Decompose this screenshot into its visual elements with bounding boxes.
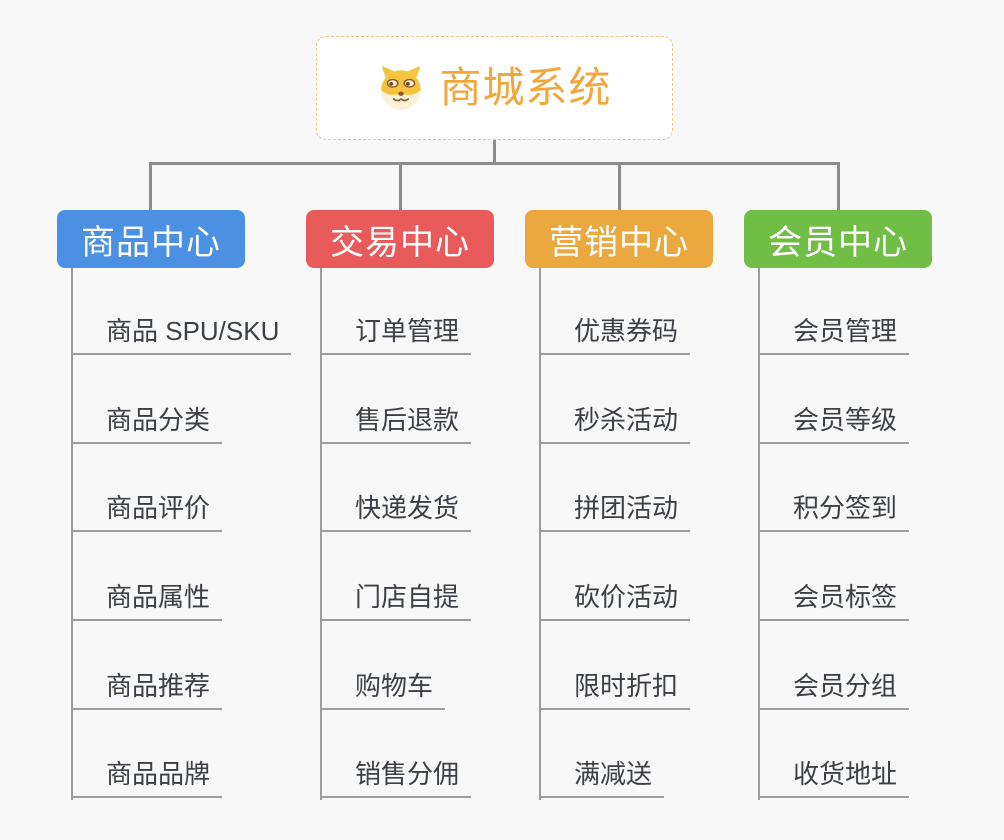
mindmap-item[interactable]: 售后退款 <box>320 404 472 444</box>
mindmap-item[interactable]: 商品品牌 <box>71 758 223 798</box>
mindmap-item[interactable]: 收货地址 <box>758 758 910 798</box>
mindmap-item[interactable]: 商品 SPU/SKU <box>71 315 292 355</box>
mindmap-item[interactable]: 优惠券码 <box>539 315 691 355</box>
mindmap-item[interactable]: 积分签到 <box>758 492 910 532</box>
mindmap-item[interactable]: 商品推荐 <box>71 670 223 710</box>
mindmap-item[interactable]: 会员标签 <box>758 581 910 621</box>
mindmap-item[interactable]: 满减送 <box>539 758 665 798</box>
mindmap-item[interactable]: 会员管理 <box>758 315 910 355</box>
doge-icon <box>377 65 425 111</box>
root-node[interactable]: 商城系统 <box>316 36 673 140</box>
mindmap-item[interactable]: 限时折扣 <box>539 670 691 710</box>
mindmap-item[interactable]: 砍价活动 <box>539 581 691 621</box>
connector-root-stub <box>493 140 496 165</box>
mindmap-item[interactable]: 会员分组 <box>758 670 910 710</box>
branch-marketing-center[interactable]: 营销中心 <box>525 210 713 268</box>
branch-product-center[interactable]: 商品中心 <box>57 210 245 268</box>
connector-drop-product <box>149 162 152 210</box>
spine-trade-center <box>320 268 322 800</box>
spine-member-center <box>758 268 760 800</box>
mindmap-item[interactable]: 门店自提 <box>320 581 472 621</box>
connector-horizontal-bar <box>149 162 840 165</box>
mindmap-item[interactable]: 商品评价 <box>71 492 223 532</box>
mindmap-item[interactable]: 拼团活动 <box>539 492 691 532</box>
connector-drop-marketing <box>618 162 621 210</box>
connector-drop-trade <box>399 162 402 210</box>
mindmap-item[interactable]: 购物车 <box>320 670 446 710</box>
branch-member-center[interactable]: 会员中心 <box>744 210 932 268</box>
mindmap-item[interactable]: 商品属性 <box>71 581 223 621</box>
root-title: 商城系统 <box>439 64 612 111</box>
mindmap-item[interactable]: 会员等级 <box>758 404 910 444</box>
branch-trade-center[interactable]: 交易中心 <box>306 210 494 268</box>
spine-product-center <box>71 268 73 800</box>
connector-drop-member <box>837 162 840 210</box>
mindmap-item[interactable]: 快递发货 <box>320 492 472 532</box>
mindmap-item[interactable]: 销售分佣 <box>320 758 472 798</box>
mindmap-item[interactable]: 商品分类 <box>71 404 223 444</box>
spine-marketing-center <box>539 268 541 800</box>
mindmap-item[interactable]: 秒杀活动 <box>539 404 691 444</box>
mindmap-item[interactable]: 订单管理 <box>320 315 472 355</box>
